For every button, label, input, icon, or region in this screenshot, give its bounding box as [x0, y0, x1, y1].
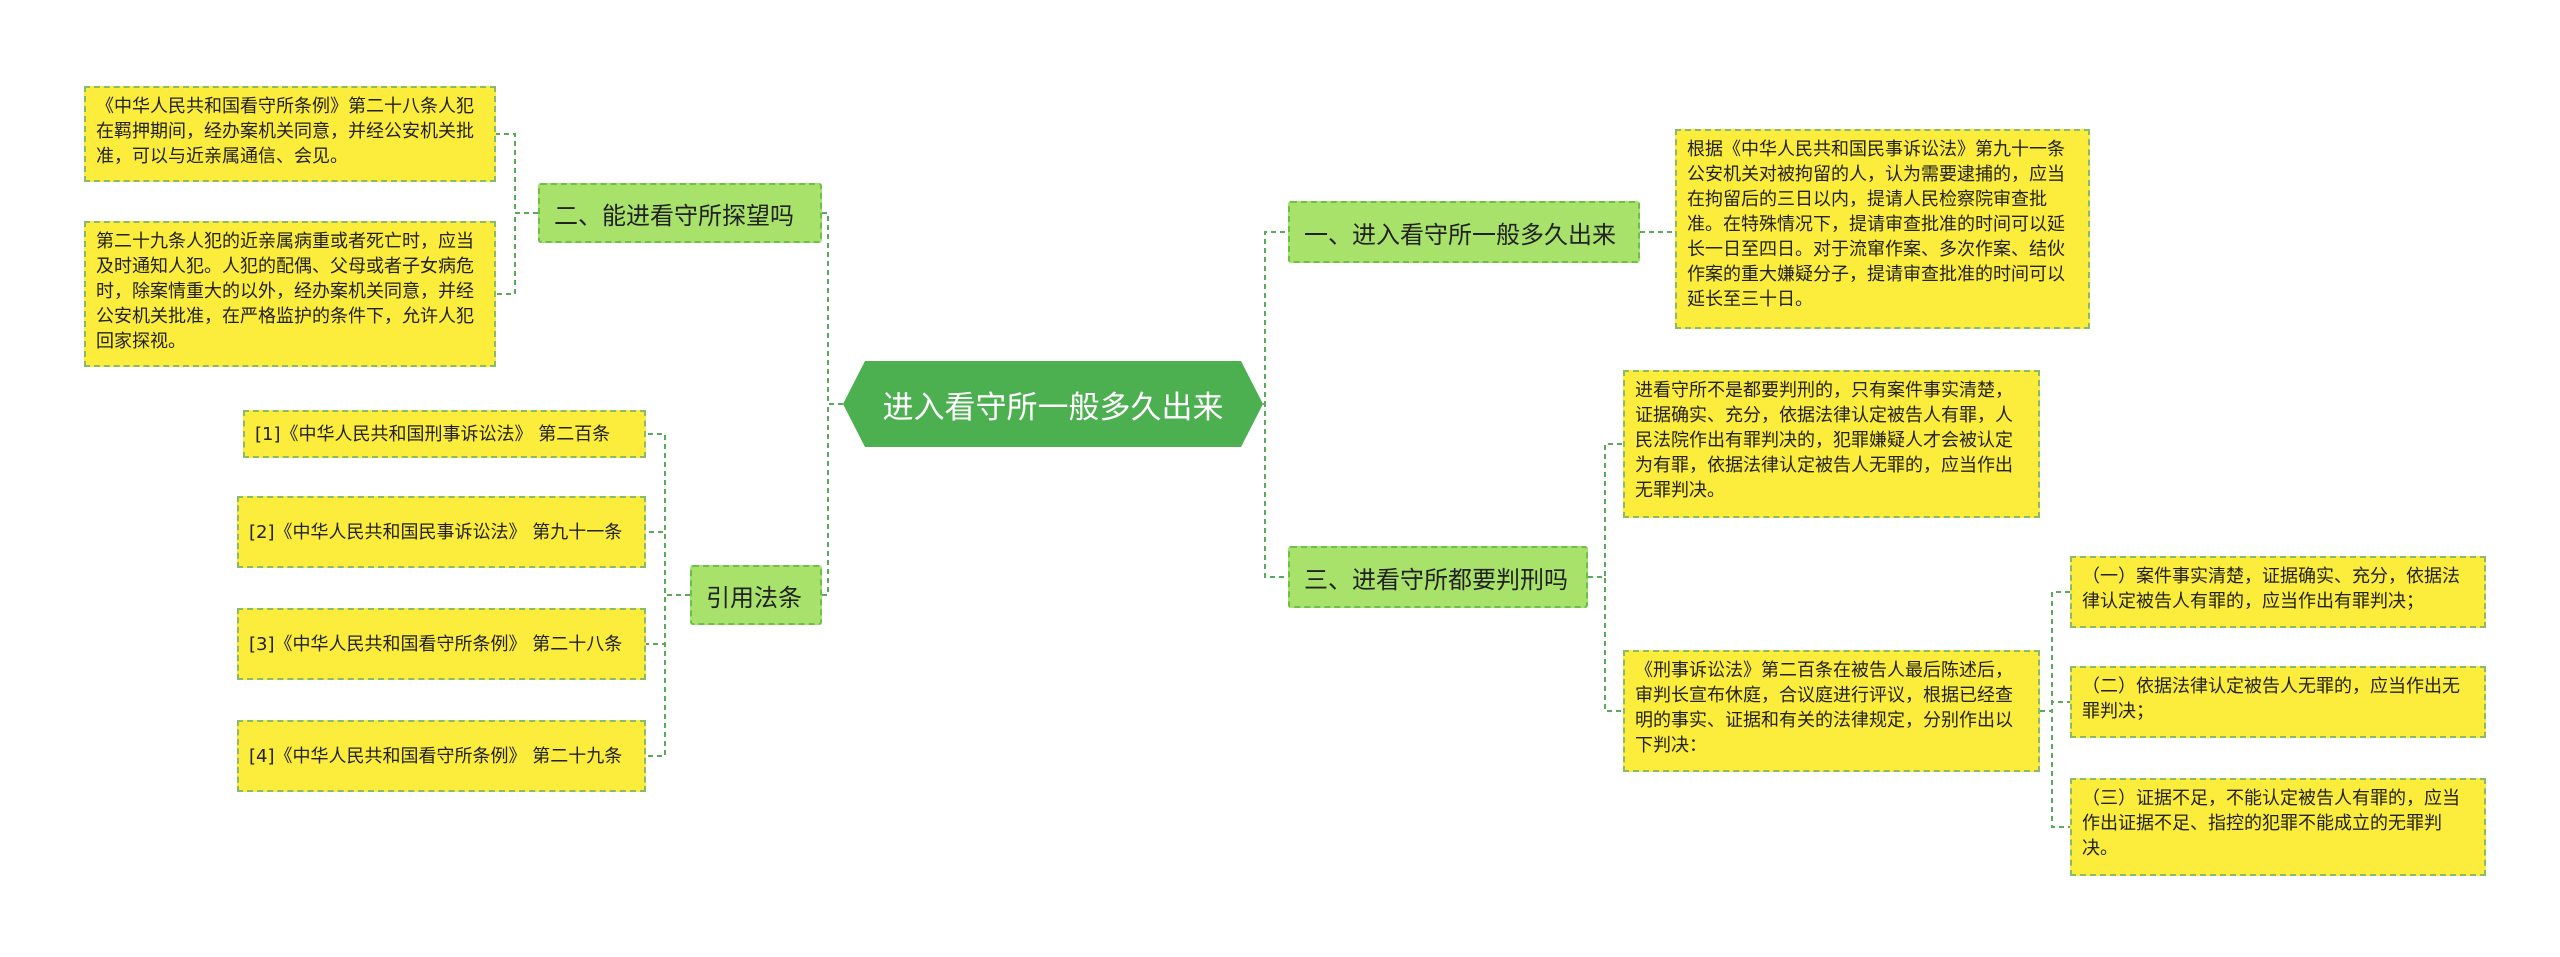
branch-refs-label: 引用法条: [706, 583, 802, 612]
connector-refs-2: [646, 531, 690, 596]
verdict-2: （二）依据法律认定被告人无罪的，应当作出无罪判决；: [2070, 666, 2486, 738]
connector-root-sentence: [1263, 403, 1288, 578]
root-topic-label: 进入看守所一般多久出来: [882, 389, 1224, 426]
note-visit-2: 第二十九条人犯的近亲属病重或者死亡时，应当及时通知人犯。人犯的配偶、父母或者子女…: [84, 221, 496, 367]
branch-sentence-label: 三、进看守所都要判刑吗: [1304, 565, 1568, 594]
connector-visit-note2: [496, 212, 538, 295]
branch-time-label: 一、进入看守所一般多久出来: [1304, 220, 1616, 249]
note-sentence-1: 进看守所不是都要判刑的，只有案件事实清楚，证据确实、充分，依据法律认定被告人有罪…: [1623, 370, 2040, 518]
connector-note2-v2: [2040, 701, 2070, 712]
connector-refs-3: [646, 594, 690, 645]
note-sentence-1-text: 进看守所不是都要判刑的，只有案件事实清楚，证据确实、充分，依据法律认定被告人有罪…: [1635, 380, 2013, 501]
root-topic[interactable]: 进入看守所一般多久出来: [843, 361, 1263, 447]
note-sentence-2: 《刑事诉讼法》第二百条在被告人最后陈述后，审判长宣布休庭，合议庭进行评议，根据已…: [1623, 650, 2040, 772]
branch-visit[interactable]: 二、能进看守所探望吗: [538, 183, 822, 243]
ref-item-4: [4]《中华人民共和国看守所条例》 第二十九条: [237, 720, 646, 792]
verdict-1: （一）案件事实清楚，证据确实、充分，依据法律认定被告人有罪的，应当作出有罪判决；: [2070, 556, 2486, 628]
ref-item-1: [1]《中华人民共和国刑事诉讼法》 第二百条: [243, 410, 646, 458]
ref-item-1-text: [1]《中华人民共和国刑事诉讼法》 第二百条: [255, 423, 611, 445]
note-time: 根据《中华人民共和国民事诉讼法》第九十一条公安机关对被拘留的人，认为需要逮捕的，…: [1675, 129, 2090, 329]
connector-note2-v1: [2040, 591, 2070, 712]
ref-item-4-text: [4]《中华人民共和国看守所条例》 第二十九条: [249, 745, 623, 767]
connector-sent-note2: [1588, 576, 1623, 712]
branch-refs[interactable]: 引用法条: [690, 565, 822, 625]
branch-sentence[interactable]: 三、进看守所都要判刑吗: [1288, 546, 1588, 608]
ref-item-2-text: [2]《中华人民共和国民事诉讼法》 第九十一条: [249, 521, 623, 543]
connector-visit-note1: [496, 133, 538, 214]
connector-root-refs: [822, 403, 843, 596]
connector-refs-1: [646, 433, 690, 596]
connector-refs-4: [646, 594, 690, 757]
note-time-text: 根据《中华人民共和国民事诉讼法》第九十一条公安机关对被拘留的人，认为需要逮捕的，…: [1687, 139, 2065, 310]
note-visit-1: 《中华人民共和国看守所条例》第二十八条人犯在羁押期间，经办案机关同意，并经公安机…: [84, 86, 496, 182]
connector-sent-note1: [1588, 443, 1623, 578]
branch-visit-label: 二、能进看守所探望吗: [554, 201, 794, 230]
verdict-3-text: （三）证据不足，不能认定被告人有罪的，应当作出证据不足、指控的犯罪不能成立的无罪…: [2082, 788, 2460, 859]
note-visit-2-text: 第二十九条人犯的近亲属病重或者死亡时，应当及时通知人犯。人犯的配偶、父母或者子女…: [96, 231, 474, 352]
verdict-3: （三）证据不足，不能认定被告人有罪的，应当作出证据不足、指控的犯罪不能成立的无罪…: [2070, 778, 2486, 876]
connector-note2-v3: [2040, 710, 2070, 828]
branch-time[interactable]: 一、进入看守所一般多久出来: [1288, 201, 1640, 263]
verdict-2-text: （二）依据法律认定被告人无罪的，应当作出无罪判决；: [2082, 676, 2460, 722]
connector-root-time: [1263, 231, 1288, 405]
note-visit-1-text: 《中华人民共和国看守所条例》第二十八条人犯在羁押期间，经办案机关同意，并经公安机…: [96, 96, 474, 167]
note-sentence-2-text: 《刑事诉讼法》第二百条在被告人最后陈述后，审判长宣布休庭，合议庭进行评议，根据已…: [1635, 660, 2013, 756]
ref-item-3: [3]《中华人民共和国看守所条例》 第二十八条: [237, 608, 646, 680]
ref-item-2: [2]《中华人民共和国民事诉讼法》 第九十一条: [237, 496, 646, 568]
verdict-1-text: （一）案件事实清楚，证据确实、充分，依据法律认定被告人有罪的，应当作出有罪判决；: [2082, 566, 2460, 612]
connector-root-visit: [822, 212, 843, 405]
ref-item-3-text: [3]《中华人民共和国看守所条例》 第二十八条: [249, 633, 623, 655]
